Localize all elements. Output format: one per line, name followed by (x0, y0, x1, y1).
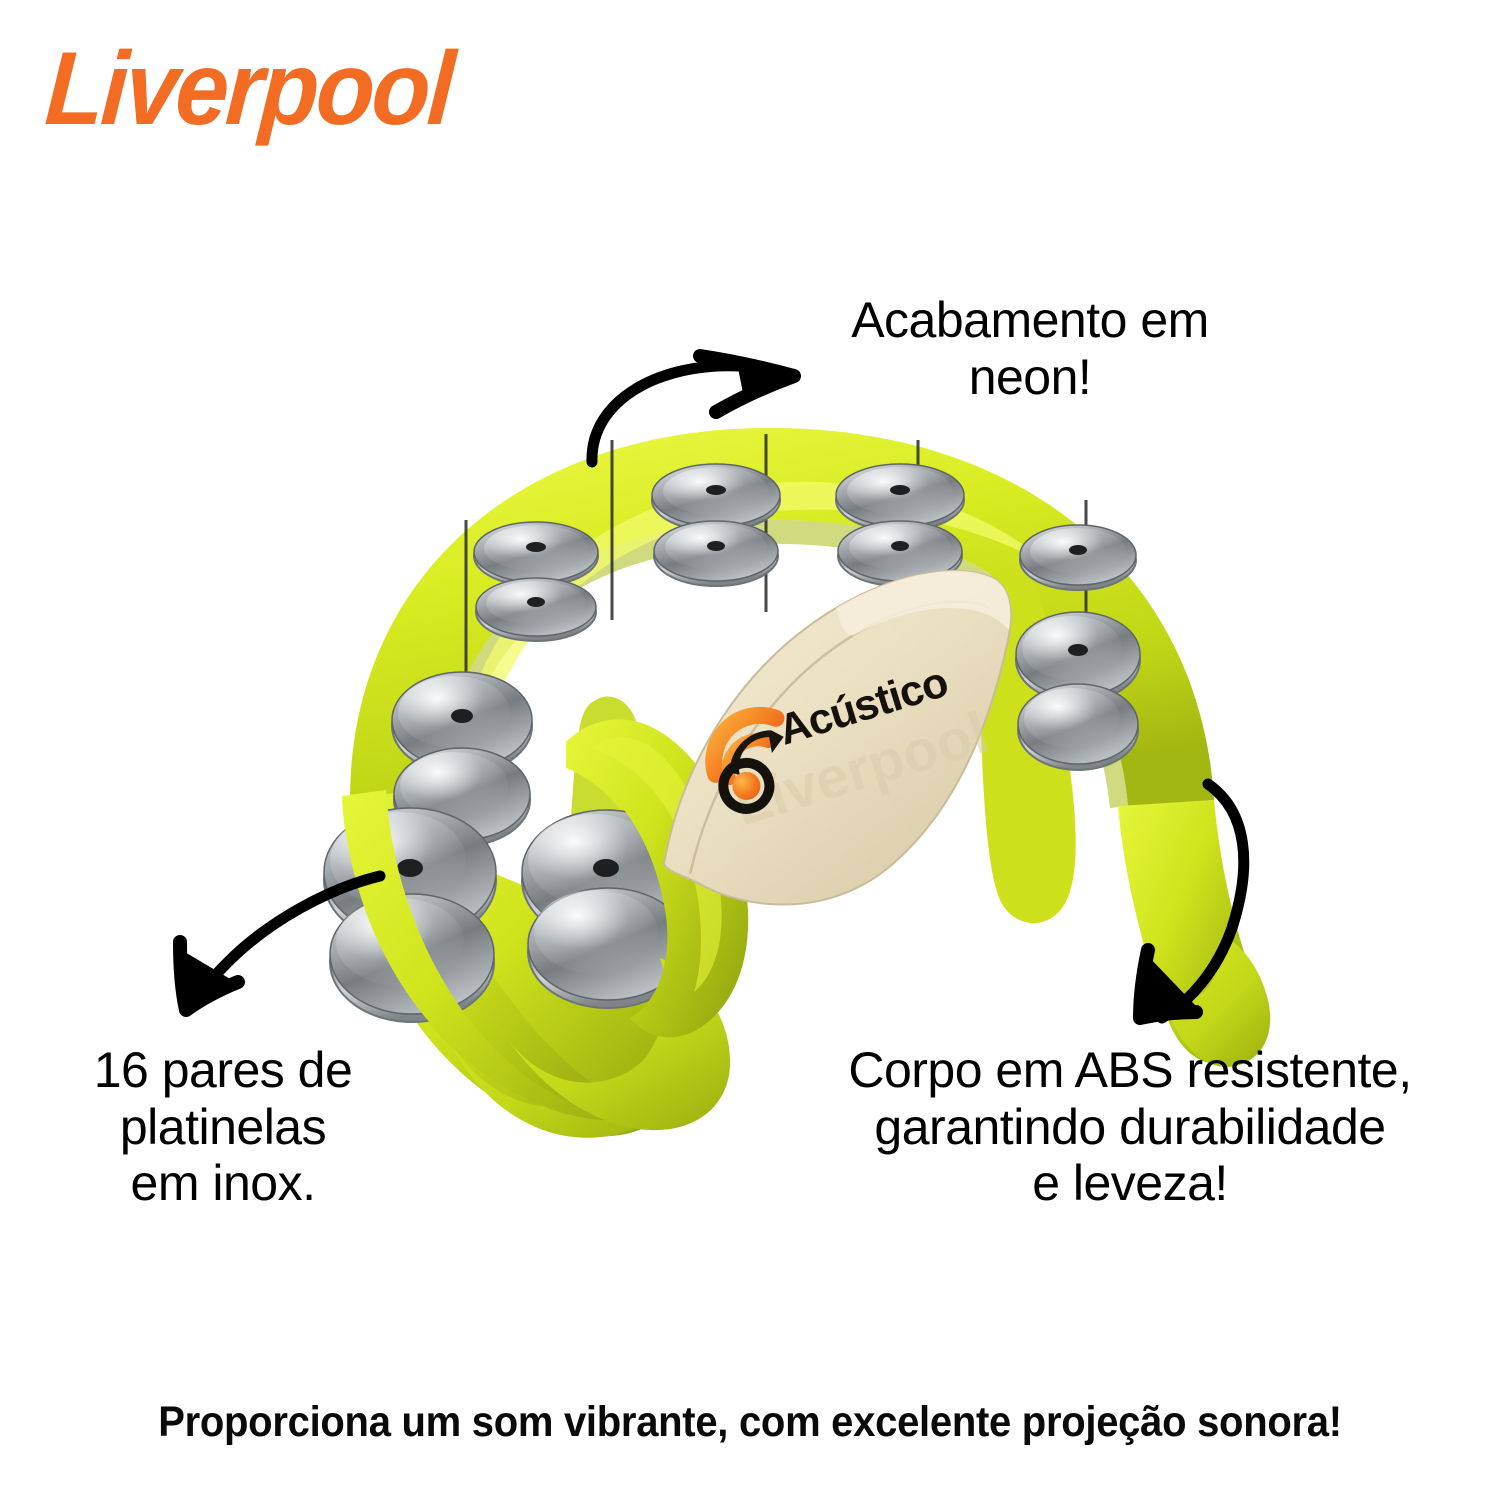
jingle-pair (521, 809, 691, 1009)
footer-tagline: Proporciona um som vibrante, com excelen… (158, 1398, 1342, 1446)
acustico-sound-icon (705, 706, 785, 814)
jingle-pair (1015, 524, 1141, 771)
jingle-group (323, 434, 1141, 1023)
annotation-jingles: 16 pares de platinelas em inox. (93, 1042, 353, 1211)
acustico-logo: Acústico (688, 645, 959, 823)
annotation-abs-body: Corpo em ABS resistente, garantindo dura… (848, 1042, 1412, 1211)
jingle-pair (835, 463, 965, 587)
jingle-pair (391, 671, 533, 847)
annotation-neon-finish: Acabamento em neon! (851, 292, 1209, 405)
jingle-pair (473, 521, 599, 642)
